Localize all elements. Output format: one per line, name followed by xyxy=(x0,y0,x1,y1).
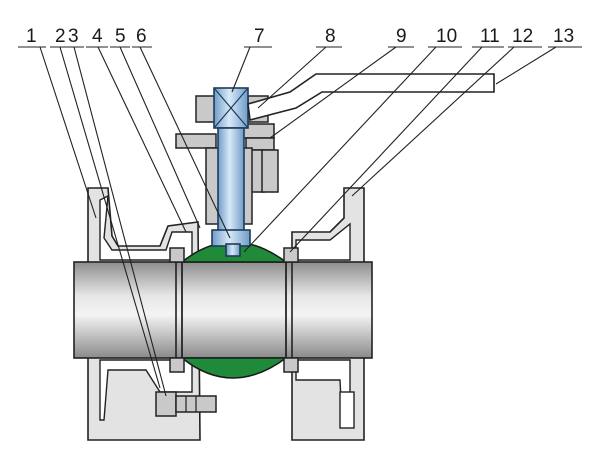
label-10: 10 xyxy=(436,26,457,47)
label-6: 6 xyxy=(136,26,147,47)
label-4: 4 xyxy=(92,26,103,47)
stem xyxy=(211,87,251,257)
label-3: 3 xyxy=(68,26,79,47)
label-1: 1 xyxy=(26,26,37,47)
label-5: 5 xyxy=(115,26,126,47)
label-7: 7 xyxy=(254,26,265,47)
label-13: 13 xyxy=(553,26,574,47)
label-8: 8 xyxy=(325,26,336,47)
leader-lines xyxy=(39,46,557,397)
seats xyxy=(169,247,299,373)
label-12: 12 xyxy=(512,26,533,47)
pipe-bore xyxy=(73,261,373,359)
label-2: 2 xyxy=(55,26,66,47)
handle-lever xyxy=(247,73,495,122)
label-11: 11 xyxy=(480,26,500,47)
bottom-bolt xyxy=(155,391,217,417)
callout-numbers: 1 2 3 4 5 6 7 8 9 10 11 12 13 xyxy=(26,26,574,47)
label-9: 9 xyxy=(396,26,407,47)
